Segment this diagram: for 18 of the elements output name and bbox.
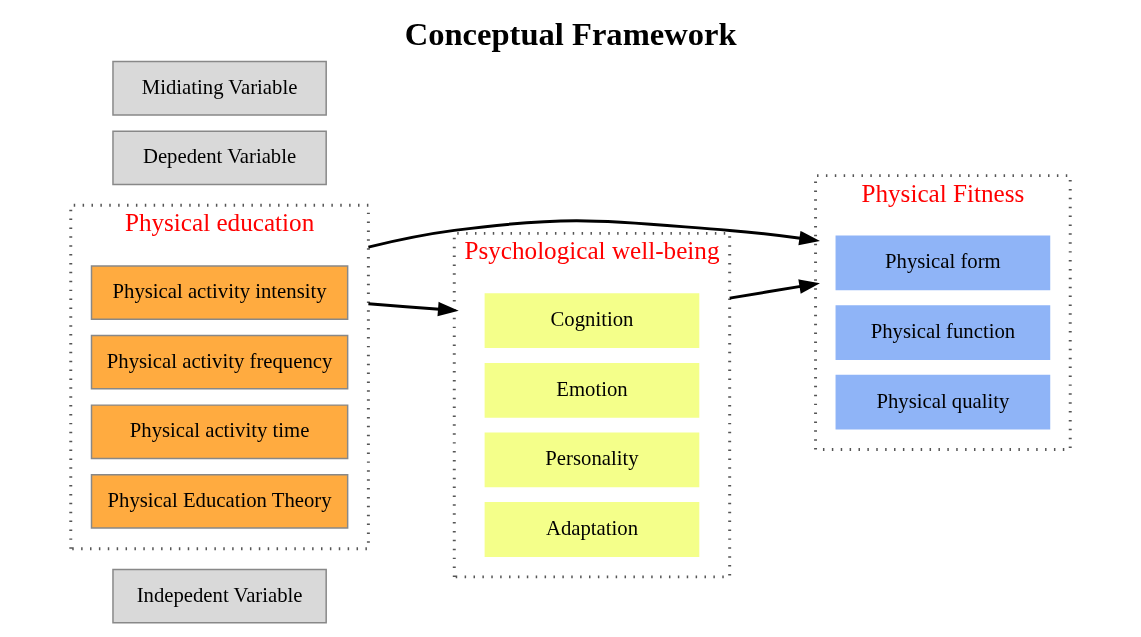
diagram-title: Conceptual Framework — [404, 15, 737, 52]
node-box: Indepedent Variable — [112, 568, 327, 624]
arrow — [368, 219, 820, 249]
node-box: Physical Education Theory — [90, 473, 349, 529]
node-box: Adaptation — [484, 502, 700, 557]
node-box: Physical function — [835, 305, 1051, 360]
node-box: Physical quality — [835, 374, 1051, 430]
node-box: Physical activity time — [90, 404, 349, 460]
arrow — [368, 301, 459, 317]
node-box: Midiating Variable — [112, 60, 327, 116]
node-box: Physical form — [835, 235, 1051, 291]
node-box: Depedent Variable — [112, 130, 327, 186]
node-box: Physical activity intensity — [90, 265, 349, 320]
node-box: Cognition — [484, 293, 700, 349]
arrow — [729, 279, 820, 300]
node-box: Physical activity frequency — [90, 334, 349, 390]
node-box: Emotion — [484, 362, 700, 418]
node-box: Personality — [484, 432, 700, 488]
